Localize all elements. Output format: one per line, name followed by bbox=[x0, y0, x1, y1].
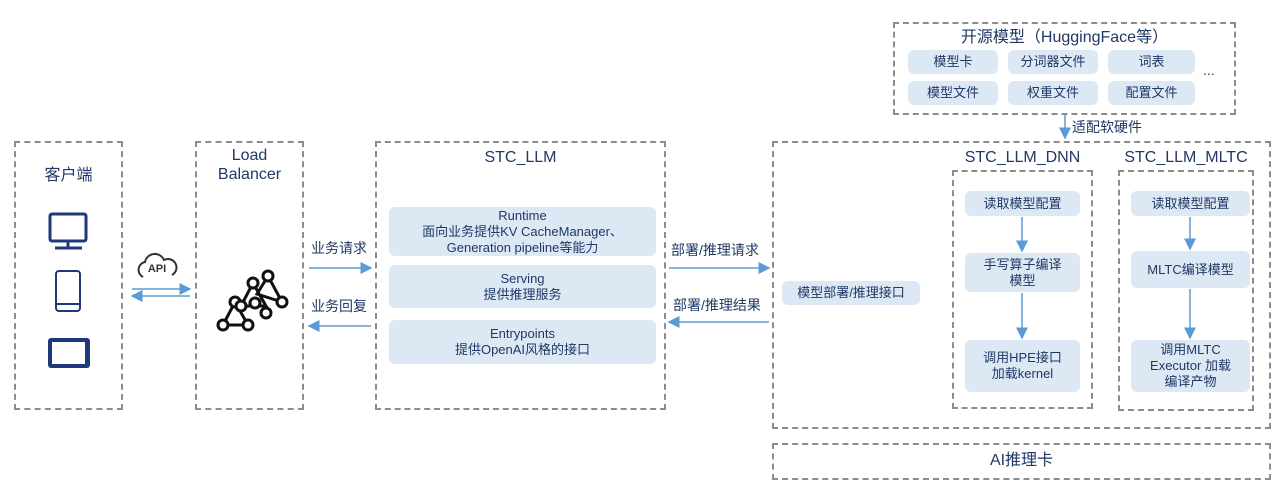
load-balancer-panel bbox=[195, 141, 304, 410]
weights-item: 权重文件 bbox=[1008, 81, 1098, 105]
lb-title-1: Load bbox=[231, 147, 268, 164]
dnn-read-config: 读取模型配置 bbox=[965, 191, 1080, 216]
phone-icon bbox=[55, 270, 81, 312]
runtime-title: Runtime bbox=[498, 207, 547, 223]
lb-title-2: Balancer bbox=[217, 166, 282, 183]
api-label: API bbox=[148, 263, 166, 275]
dnn-compile-ops: 手写算子编译模型 bbox=[965, 253, 1080, 292]
mltc-panel bbox=[1118, 170, 1254, 411]
tokenizer-item: 分词器文件 bbox=[1008, 50, 1098, 74]
dnn-title: STC_LLM_DNN bbox=[964, 149, 1081, 166]
entrypoints-title: Entrypoints bbox=[489, 326, 556, 341]
mltc-compile-model: MLTC编译模型 bbox=[1131, 251, 1250, 288]
open-source-title: 开源模型（HuggingFace等） bbox=[960, 29, 1169, 46]
deploy-interface-box: 模型部署/推理接口 bbox=[782, 281, 920, 305]
open-source-models-panel bbox=[893, 22, 1236, 115]
mltc-load-l3: 编译产物 bbox=[1164, 374, 1217, 389]
serving-desc: 提供推理服务 bbox=[483, 286, 562, 302]
vocab-item: 词表 bbox=[1108, 50, 1195, 74]
stc-llm-title: STC_LLM bbox=[484, 149, 557, 166]
mltc-read-config: 读取模型配置 bbox=[1131, 191, 1250, 216]
api-cloud-icon bbox=[137, 252, 178, 278]
dnn-panel bbox=[952, 170, 1093, 409]
config-item: 配置文件 bbox=[1108, 81, 1195, 105]
monitor-icon bbox=[48, 212, 88, 250]
network-icon bbox=[216, 269, 289, 332]
dnn-compile-l2: 模型 bbox=[1009, 272, 1036, 288]
dnn-load-kernel: 调用HPE接口加载kernel bbox=[965, 340, 1080, 392]
biz-request-label: 业务请求 bbox=[311, 240, 367, 256]
dnn-load-l1: 调用HPE接口 bbox=[983, 350, 1062, 365]
tablet-icon bbox=[48, 338, 90, 368]
entrypoints-desc: 提供OpenAI风格的接口 bbox=[454, 342, 591, 357]
deploy-result-label: 部署/推理结果 bbox=[673, 297, 761, 313]
client-panel bbox=[14, 141, 123, 410]
ai-card-label: AI推理卡 bbox=[989, 452, 1054, 469]
client-title: 客户端 bbox=[44, 167, 93, 184]
model-file-item: 模型文件 bbox=[908, 81, 998, 105]
stc-llm-panel bbox=[375, 141, 666, 410]
mltc-title: STC_LLM_MLTC bbox=[1124, 149, 1248, 166]
dnn-load-l2: 加载kernel bbox=[991, 366, 1054, 381]
dnn-compile-l1: 手写算子编译 bbox=[983, 256, 1062, 272]
serving-title: Serving bbox=[500, 270, 545, 286]
backend-panel bbox=[772, 141, 1271, 429]
ai-card-panel bbox=[772, 443, 1271, 480]
adapt-label: 适配软硬件 bbox=[1072, 119, 1142, 135]
mltc-load-l2: Executor 加载 bbox=[1150, 358, 1231, 373]
deploy-request-label: 部署/推理请求 bbox=[671, 242, 759, 258]
more-ellipsis: ... bbox=[1203, 62, 1215, 78]
runtime-desc-2: Generation pipeline等能力 bbox=[446, 239, 599, 255]
mltc-load-l1: 调用MLTC bbox=[1160, 342, 1221, 357]
biz-response-label: 业务回复 bbox=[311, 298, 367, 314]
runtime-desc-1: 面向业务提供KV CacheManager、 bbox=[422, 223, 623, 239]
model-card-item: 模型卡 bbox=[908, 50, 998, 74]
